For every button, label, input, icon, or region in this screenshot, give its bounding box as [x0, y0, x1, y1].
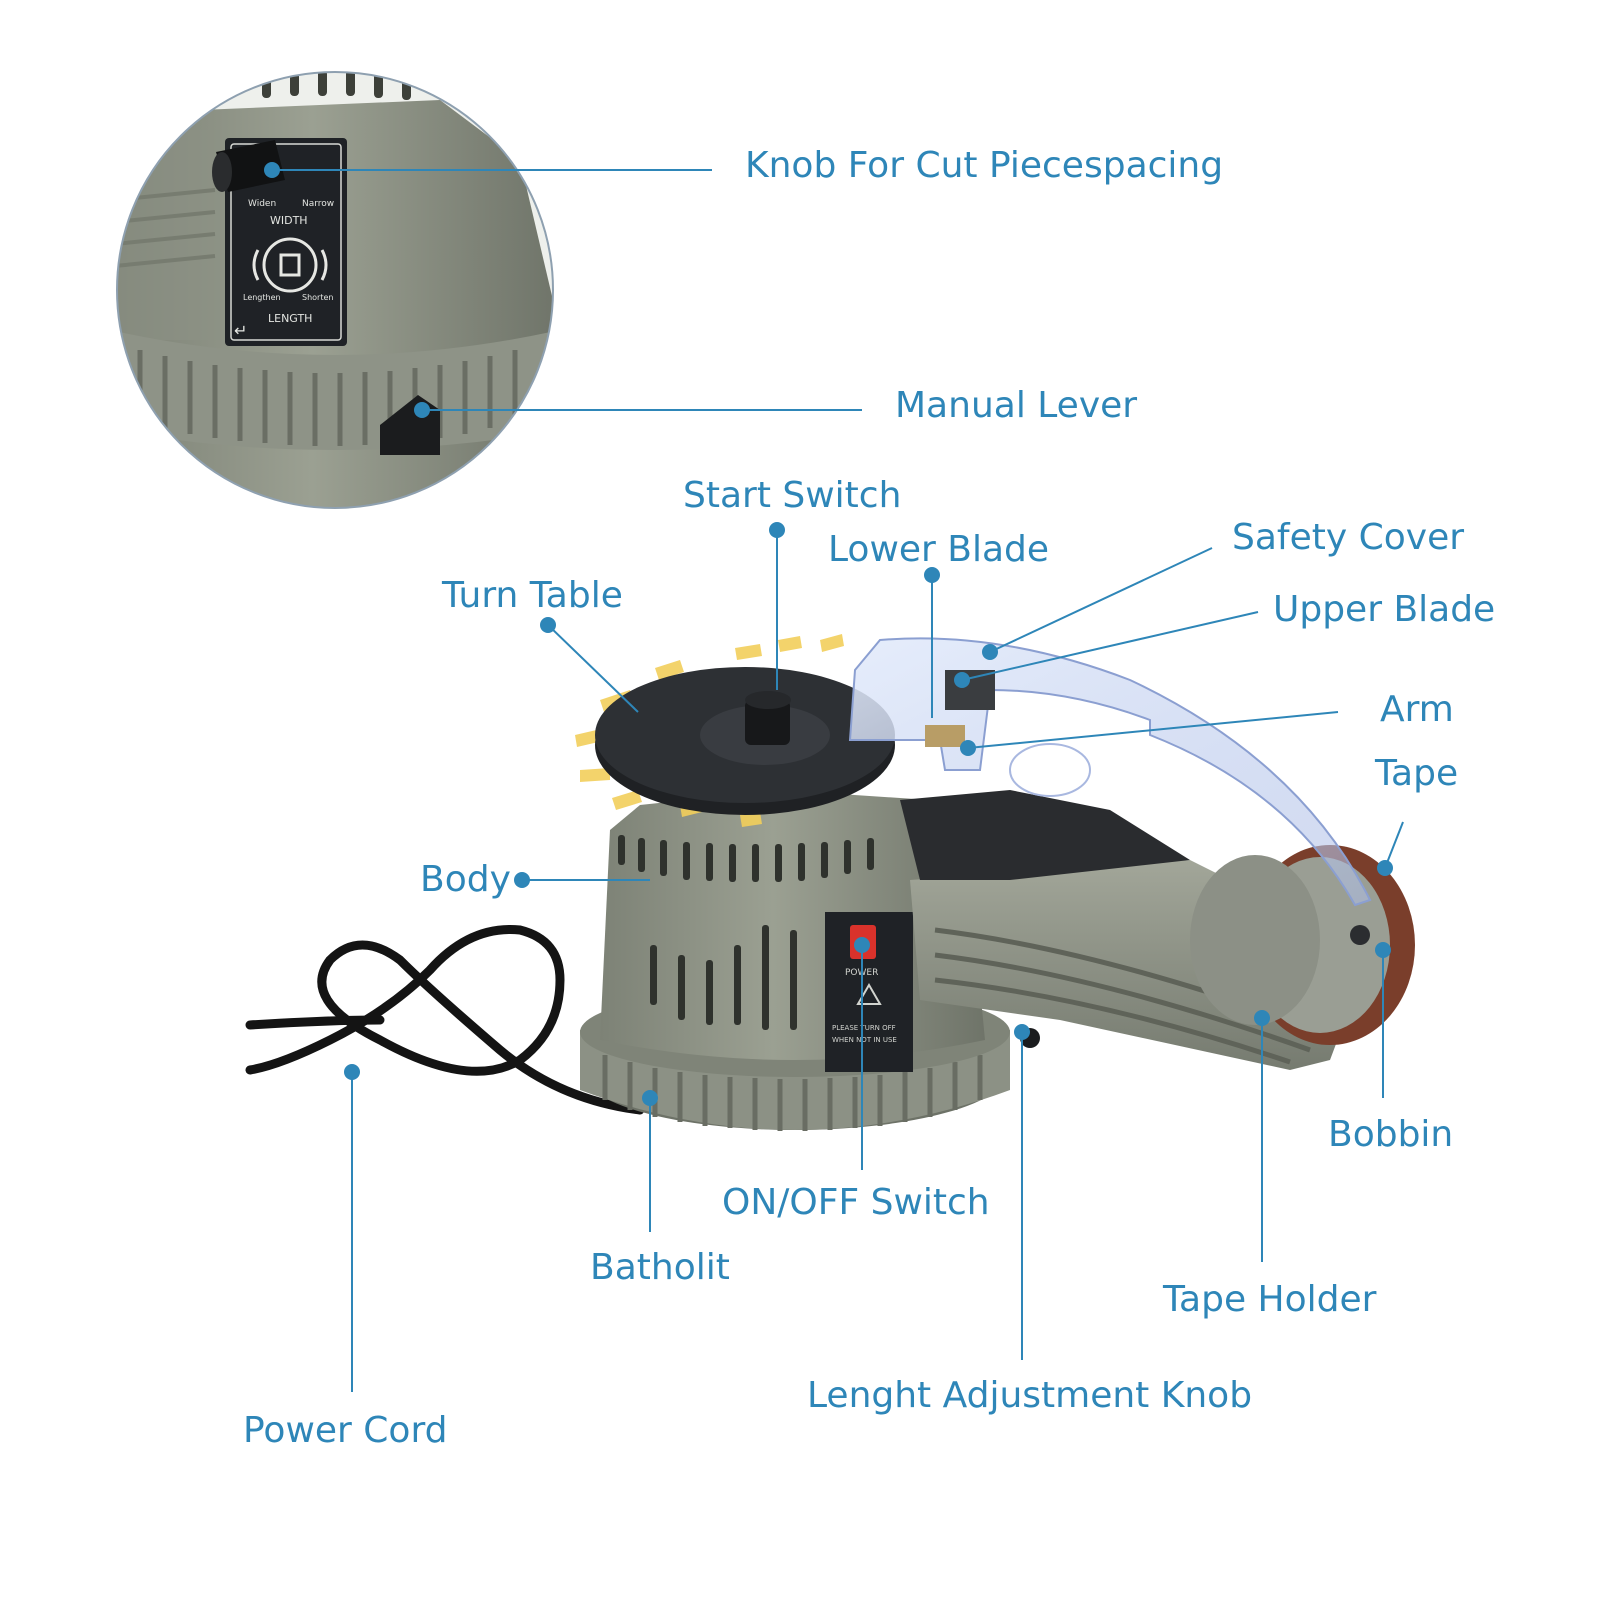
leader-lines [264, 162, 1404, 1392]
inset-dial-panel [225, 138, 347, 346]
start-switch-post [745, 700, 790, 745]
cut-spacing-knob [212, 140, 285, 192]
label-tape: Tape [1375, 753, 1459, 794]
label-batholit: Batholit [590, 1247, 730, 1288]
leader-dot-knob-cut [264, 162, 280, 178]
leader-line-arm [967, 711, 1339, 749]
leader-dot-turn-table [540, 617, 556, 633]
power-cord-shape [245, 925, 645, 1115]
turn-table-tape-flags [575, 634, 844, 827]
leader-dot-power-cord [344, 1064, 360, 1080]
body-shape [600, 790, 985, 1072]
leader-dot-tape-holder [1254, 1010, 1270, 1026]
leader-dot-safety-cover [982, 644, 998, 660]
label-manual-lever: Manual Lever [895, 385, 1138, 426]
lower-blade-shape [925, 725, 965, 747]
leader-dot-lower-blade [924, 567, 940, 583]
upper-blade-shape [945, 670, 995, 710]
warning-text-2: WHEN NOT IN USE [832, 1036, 897, 1044]
inset-magnifier [116, 71, 554, 509]
label-power-cord: Power Cord [243, 1410, 448, 1451]
leader-dot-on-off-switch [854, 937, 870, 953]
leader-dot-manual-lever [414, 402, 430, 418]
inset-shorten-text: Shorten [302, 293, 333, 302]
inset-panel-texts: Widen Narrow WIDTH Lengthen Shorten LENG… [243, 199, 334, 325]
leader-line-safety-cover [989, 547, 1213, 653]
leader-dot-length-knob [1014, 1024, 1030, 1040]
leader-line-upper-blade [961, 611, 1259, 681]
label-body: Body [420, 859, 511, 900]
warning-text-1: PLEASE TURN OFF [832, 1024, 896, 1032]
inset-lengthen-text: Lengthen [243, 293, 281, 302]
leader-dot-body [514, 872, 530, 888]
leader-line-turn-table [547, 624, 639, 713]
leader-dot-upper-blade [954, 672, 970, 688]
label-lower-blade: Lower Blade [828, 529, 1050, 570]
label-arm: Arm [1380, 689, 1454, 730]
turn-table-shape [595, 667, 895, 815]
inset-width-text: WIDTH [270, 214, 308, 227]
label-on-off-switch: ON/OFF Switch [722, 1182, 990, 1223]
warning-triangle-icon [856, 983, 882, 1005]
leader-dot-tape [1377, 860, 1393, 876]
label-tape-holder: Tape Holder [1163, 1279, 1377, 1320]
leader-dot-bobbin [1375, 942, 1391, 958]
inset-widen-text: Widen [248, 199, 276, 209]
leader-dot-start-switch [769, 522, 785, 538]
label-turn-table: Turn Table [442, 575, 623, 616]
label-start-switch: Start Switch [683, 475, 902, 516]
label-knob-cut-piecespacing: Knob For Cut Piecespacing [745, 145, 1224, 186]
safety-cover-window [1009, 743, 1091, 797]
leader-dot-arm [960, 740, 976, 756]
inset-panel-icon [252, 237, 328, 293]
label-safety-cover: Safety Cover [1232, 517, 1465, 558]
leader-line-tape [1384, 821, 1404, 869]
label-upper-blade: Upper Blade [1273, 589, 1496, 630]
leader-dot-batholit [642, 1090, 658, 1106]
inset-arrow-icon: ↵ [234, 321, 247, 340]
inset-length-text: LENGTH [268, 312, 312, 325]
arm-mechanism-shape [900, 790, 1190, 880]
inset-narrow-text: Narrow [302, 199, 334, 209]
label-length-adjustment-knob: Lenght Adjustment Knob [807, 1375, 1253, 1416]
label-bobbin: Bobbin [1328, 1114, 1454, 1155]
